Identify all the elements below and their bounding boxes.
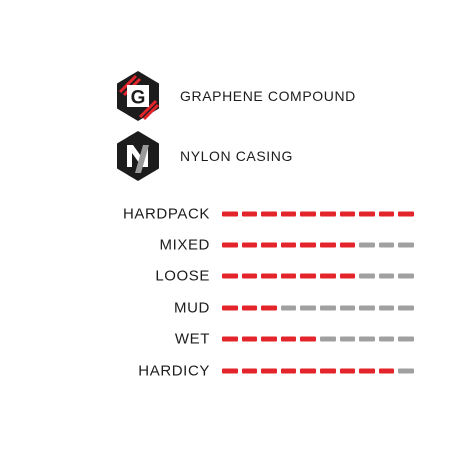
rating-segment-empty bbox=[300, 305, 316, 311]
rating-row-wet: WET bbox=[40, 324, 414, 355]
rating-segment-filled bbox=[319, 273, 336, 279]
rating-segment-filled bbox=[319, 368, 336, 374]
rating-segment-filled bbox=[300, 242, 316, 248]
rating-bar-hardicy bbox=[222, 368, 414, 374]
rating-segment-filled bbox=[280, 242, 297, 248]
rating-segment-filled bbox=[261, 211, 277, 217]
rating-segment-filled bbox=[359, 211, 375, 217]
rating-label-hardicy: HARDICY bbox=[138, 362, 210, 380]
rating-segment-filled bbox=[359, 368, 375, 374]
feature-label-graphene: GRAPHENE COMPOUND bbox=[180, 88, 356, 104]
rating-bar-hardpack bbox=[222, 211, 414, 217]
rating-segment-filled bbox=[261, 305, 277, 311]
rating-segment-filled bbox=[280, 336, 297, 342]
rating-segment-filled bbox=[339, 368, 356, 374]
graphene-g-hexagon-icon: G bbox=[110, 68, 166, 124]
rating-segment-filled bbox=[222, 368, 238, 374]
rating-segment-filled bbox=[300, 368, 316, 374]
rating-segment-empty bbox=[339, 336, 356, 342]
rating-segment-filled bbox=[241, 273, 258, 279]
rating-segment-empty bbox=[359, 305, 375, 311]
rating-row-hardpack: HARDPACK bbox=[40, 198, 414, 229]
rating-segment-filled bbox=[241, 242, 258, 248]
rating-segment-filled bbox=[398, 211, 414, 217]
rating-segment-filled bbox=[300, 336, 316, 342]
rating-segment-filled bbox=[339, 211, 356, 217]
rating-label-loose: LOOSE bbox=[155, 267, 210, 285]
rating-segment-filled bbox=[300, 211, 316, 217]
rating-segment-filled bbox=[319, 211, 336, 217]
rating-segment-filled bbox=[378, 368, 395, 374]
rating-bar-wet bbox=[222, 336, 414, 342]
rating-segment-empty bbox=[378, 305, 395, 311]
rating-segment-empty bbox=[319, 305, 336, 311]
rating-segment-filled bbox=[222, 305, 238, 311]
rating-segment-empty bbox=[359, 336, 375, 342]
rating-segment-empty bbox=[319, 336, 336, 342]
rating-segment-empty bbox=[359, 242, 375, 248]
terrain-ratings: HARDPACK MIXED LOOSE MUD WET HARDICY bbox=[40, 198, 414, 386]
rating-segment-filled bbox=[241, 305, 258, 311]
rating-label-mixed: MIXED bbox=[159, 236, 210, 254]
rating-segment-empty bbox=[398, 368, 414, 374]
rating-row-loose: LOOSE bbox=[40, 261, 414, 292]
rating-bar-loose bbox=[222, 273, 414, 279]
graphene-badge-glyph: G bbox=[131, 88, 146, 109]
rating-row-hardicy: HARDICY bbox=[40, 355, 414, 386]
rating-segment-filled bbox=[280, 273, 297, 279]
rating-label-wet: WET bbox=[174, 330, 210, 348]
rating-segment-filled bbox=[339, 242, 356, 248]
rating-segment-filled bbox=[241, 368, 258, 374]
rating-segment-filled bbox=[222, 211, 238, 217]
rating-segment-empty bbox=[339, 305, 356, 311]
rating-row-mud: MUD bbox=[40, 292, 414, 323]
rating-segment-filled bbox=[280, 211, 297, 217]
rating-segment-filled bbox=[261, 273, 277, 279]
rating-segment-empty bbox=[398, 273, 414, 279]
rating-segment-filled bbox=[339, 273, 356, 279]
rating-segment-empty bbox=[280, 305, 297, 311]
rating-segment-empty bbox=[359, 273, 375, 279]
rating-segment-filled bbox=[222, 242, 238, 248]
rating-segment-empty bbox=[398, 336, 414, 342]
rating-segment-empty bbox=[378, 242, 395, 248]
rating-segment-filled bbox=[319, 242, 336, 248]
rating-segment-filled bbox=[222, 273, 238, 279]
feature-nylon-casing: NYLON CASING bbox=[110, 128, 410, 184]
rating-row-mixed: MIXED bbox=[40, 229, 414, 260]
rating-segment-filled bbox=[241, 336, 258, 342]
feature-graphene-compound: G GRAPHENE COMPOUND bbox=[110, 68, 410, 124]
rating-segment-filled bbox=[378, 211, 395, 217]
rating-bar-mud bbox=[222, 305, 414, 311]
rating-segment-filled bbox=[280, 368, 297, 374]
rating-label-mud: MUD bbox=[174, 299, 210, 317]
rating-segment-filled bbox=[261, 336, 277, 342]
rating-segment-filled bbox=[261, 368, 277, 374]
rating-segment-filled bbox=[300, 273, 316, 279]
rating-segment-filled bbox=[222, 336, 238, 342]
rating-segment-empty bbox=[378, 273, 395, 279]
nylon-n-hexagon-icon bbox=[110, 128, 166, 184]
rating-segment-filled bbox=[261, 242, 277, 248]
rating-segment-empty bbox=[378, 336, 395, 342]
rating-segment-empty bbox=[398, 305, 414, 311]
rating-bar-mixed bbox=[222, 242, 414, 248]
feature-label-nylon: NYLON CASING bbox=[180, 148, 293, 164]
rating-segment-empty bbox=[398, 242, 414, 248]
rating-segment-filled bbox=[241, 211, 258, 217]
rating-label-hardpack: HARDPACK bbox=[122, 205, 210, 223]
